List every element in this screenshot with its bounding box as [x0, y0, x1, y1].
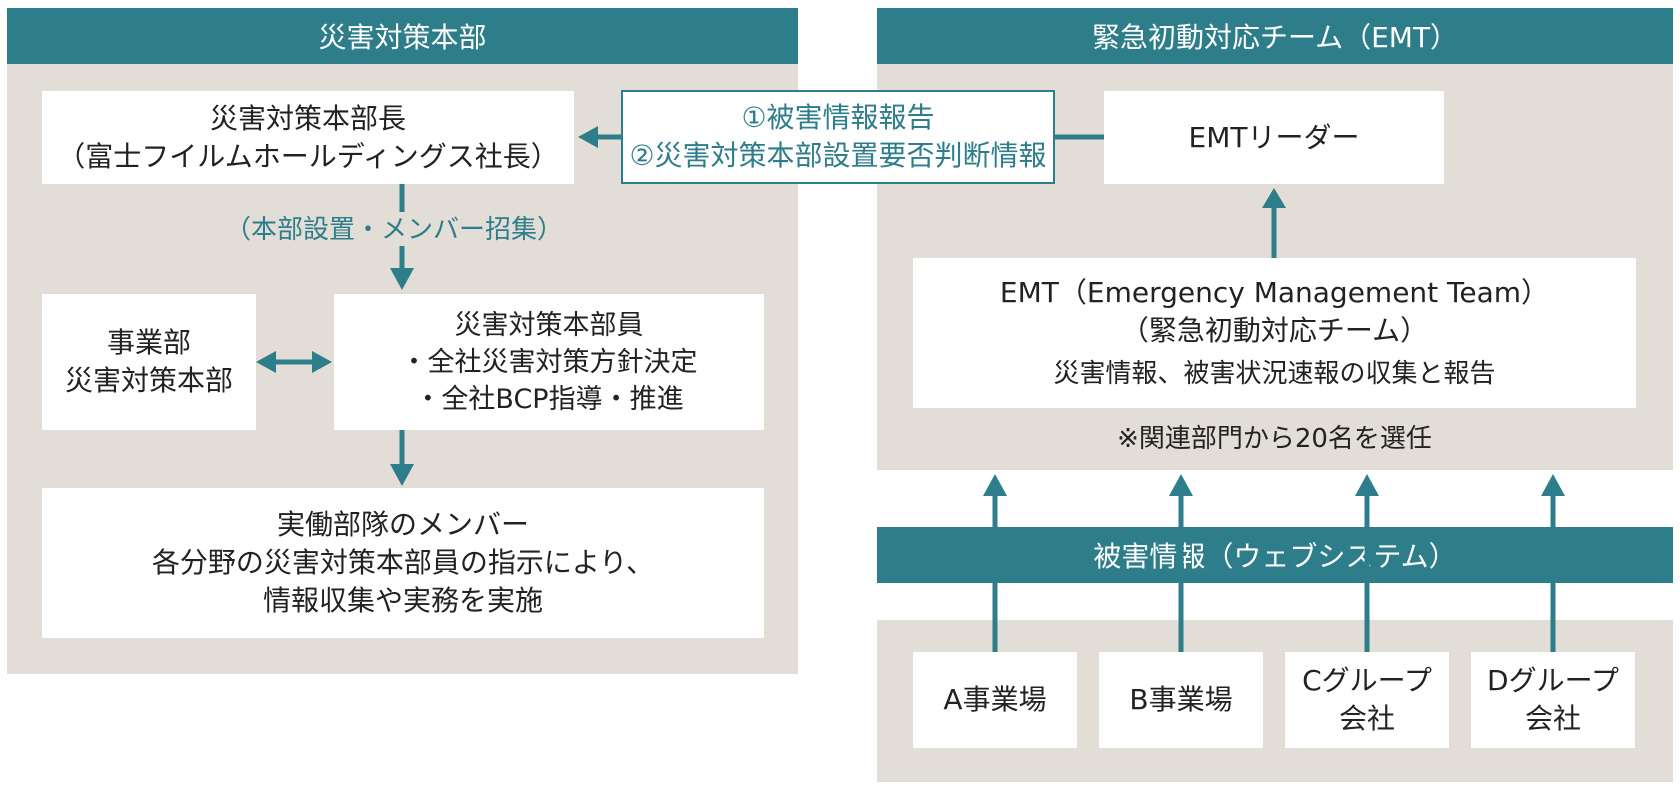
members-duty-2: ・全社BCP指導・推進 — [414, 383, 684, 415]
field-unit-desc-1: 各分野の災害対策本部員の指示により、 — [151, 546, 655, 579]
emt-leader-box: EMTリーダー — [1104, 91, 1444, 184]
arrowhead-to-leader — [1262, 188, 1286, 208]
emt-team-box: EMT（Emergency Management Team） （緊急初動対応チー… — [913, 258, 1636, 408]
emt-leader-label: EMTリーダー — [1188, 120, 1360, 154]
arrowhead-site-b — [1169, 474, 1193, 496]
hq-chief-subtitle: （富士フイルムホールディングス社長） — [57, 139, 559, 173]
emt-header: 緊急初動対応チーム（EMT） — [877, 8, 1673, 64]
site-d-label-2: 会社 — [1524, 702, 1581, 735]
division-subtitle: 災害対策本部 — [64, 364, 233, 397]
site-c-label-1: Cグループ — [1302, 664, 1432, 697]
arrowhead-to-division — [256, 351, 276, 373]
site-b-label: B事業場 — [1129, 683, 1233, 716]
arrowhead-site-a — [983, 474, 1007, 496]
site-d-label-1: Dグループ — [1487, 664, 1619, 697]
hq-chief-title: 災害対策本部長 — [209, 101, 406, 135]
setup-label: （本部設置・メンバー招集） — [225, 215, 564, 245]
hq-header: 災害対策本部 — [7, 8, 798, 64]
arrowhead-to-members-right — [312, 351, 332, 373]
report-item-2: ②災害対策本部設置要否判断情報 — [629, 139, 1047, 172]
hq-header-title: 災害対策本部 — [318, 21, 487, 54]
site-box-b: B事業場 — [1099, 652, 1263, 748]
arrowhead-to-chief — [578, 126, 598, 148]
emt-team-duty: 災害情報、被害状況速報の収集と報告 — [1053, 359, 1496, 389]
report-box: ①被害情報報告 ②災害対策本部設置要否判断情報 — [621, 90, 1055, 184]
emt-team-title: EMT（Emergency Management Team） — [999, 276, 1550, 309]
hq-chief-box: 災害対策本部長 （富士フイルムホールディングス社長） — [42, 91, 574, 184]
division-hq-box: 事業部 災害対策本部 — [42, 294, 256, 430]
web-system-header: 被害情報（ウェブシステム） — [877, 527, 1673, 583]
arrowhead-to-field — [390, 464, 414, 486]
web-system-title: 被害情報（ウェブシステム） — [1093, 540, 1457, 573]
site-box-a: A事業場 — [913, 652, 1077, 748]
arrowhead-site-d — [1541, 474, 1565, 496]
report-item-1: ①被害情報報告 — [741, 101, 935, 134]
field-unit-box: 実働部隊のメンバー 各分野の災害対策本部員の指示により、 情報収集や実務を実施 — [42, 488, 764, 638]
emt-note: ※関連部門から20名を選任 — [1117, 424, 1432, 454]
site-c-label-2: 会社 — [1338, 702, 1395, 735]
field-unit-desc-2: 情報収集や実務を実施 — [262, 584, 543, 617]
emt-header-title: 緊急初動対応チーム（EMT） — [1091, 21, 1459, 54]
members-title: 災害対策本部員 — [454, 309, 644, 341]
arrowhead-site-c — [1355, 474, 1379, 496]
arrowhead-to-members — [390, 268, 414, 290]
division-title: 事業部 — [106, 326, 191, 359]
emt-team-subtitle: （緊急初動対応チーム） — [1120, 314, 1429, 347]
hq-members-box: 災害対策本部員 ・全社災害対策方針決定 ・全社BCP指導・推進 — [334, 294, 764, 430]
site-box-c: Cグループ 会社 — [1285, 652, 1449, 748]
site-a-label: A事業場 — [943, 683, 1047, 716]
field-unit-title: 実働部隊のメンバー — [276, 508, 529, 541]
site-box-d: Dグループ 会社 — [1471, 652, 1635, 748]
members-duty-1: ・全社災害対策方針決定 — [400, 346, 698, 378]
